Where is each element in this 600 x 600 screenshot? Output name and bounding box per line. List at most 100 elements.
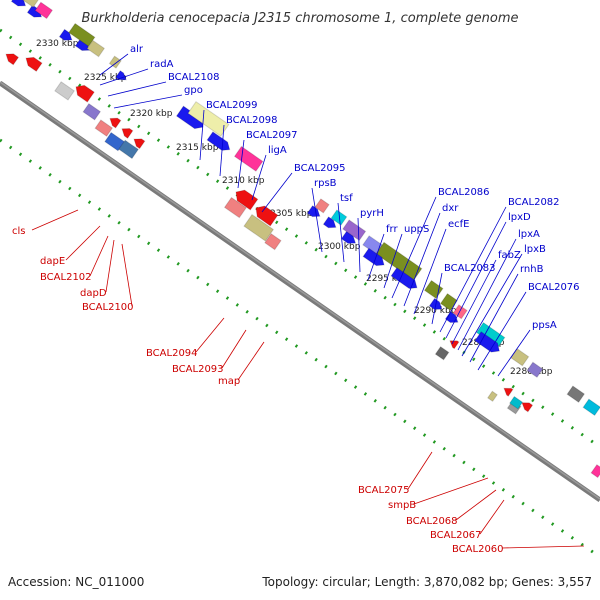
forward-gene-label-tsf: tsf [337,193,353,263]
kbp-label-2320-kbp: 2320 kbp [130,109,173,119]
gene-label-text: BCAL2068 [406,516,458,527]
kbp-label-2300-kbp: 2300 kbp [318,242,361,252]
reverse-gene-glyph [255,205,279,227]
gene-label-text: BCAL2098 [226,115,278,126]
forward-gene-label-bcal2076: BCAL2076 [477,282,580,371]
gene-label-text: BCAL2086 [438,187,490,198]
forward-gene-glyph [187,100,230,137]
forward-gene-glyph [322,216,337,229]
gene-label-text: lpxB [524,244,546,255]
forward-gene-label-bcal2086: BCAL2086 [391,187,490,299]
forward-gene-glyph [14,0,40,8]
gene-label-text: BCAL2094 [146,348,198,359]
reverse-gene-label-bcal2100: BCAL2100 [82,243,134,313]
forward-tick-track [0,28,600,449]
reverse-gene-label-smpb: smpB [388,477,489,511]
reverse-gene-label-dape: dapE [40,225,101,267]
forward-gene-glyph [68,22,96,47]
reverse-gene-glyph [235,189,259,211]
gene-label-text: BCAL2082 [508,197,560,208]
reverse-gene-glyph [503,387,514,397]
accession-text: Accession: NC_011000 [8,575,144,589]
forward-gene-label-bcal2098: BCAL2098 [219,115,278,177]
gene-label-text: lpxA [518,229,540,240]
gene-label-text: pyrH [360,208,384,219]
genome-summary-text: Topology: circular; Length: 3,870,082 bp… [261,575,592,589]
forward-gene-glyph [390,267,418,290]
gene-label-text: smpB [388,500,416,511]
reverse-gene-label-cls: cls [12,209,79,237]
gene-label-text: BCAL2097 [246,130,298,141]
kbp-label-2325-kbp: 2325 kbp [84,73,127,83]
reverse-gene-label-map: map [218,341,265,387]
gene-label-text: tsf [340,193,353,204]
forward-gene-glyph [566,385,586,403]
forward-gene-label-fabz: fabZ [451,250,521,345]
gene-label-text: BCAL2067 [430,530,482,541]
reverse-gene-glyph [25,56,43,73]
gene-label-text: alr [130,44,144,55]
gene-label-text: BCAL2102 [40,272,92,283]
forward-gene-glyph [86,39,106,58]
forward-gene-label-upps: uppS [383,224,429,289]
reverse-gene-glyph [109,117,122,129]
reverse-gene-glyph [264,233,282,251]
gene-label-text: dapD [80,288,107,299]
reverse-gene-glyph [5,53,20,66]
gene-label-text: BCAL2060 [452,544,504,555]
reverse-gene-label-bcal2068: BCAL2068 [406,489,497,527]
forward-gene-glyph [510,348,530,367]
reverse-gene-glyph [223,196,247,219]
forward-gene-glyph [330,209,348,226]
forward-gene-label-bcal2095: BCAL2095 [261,163,346,213]
reverse-gene-glyph [434,346,450,361]
forward-gene-label-rpsb: rpsB [311,178,337,253]
map-title: Burkholderia cenocepacia J2315 chromosom… [81,11,518,26]
chromosome-backbone [0,80,600,503]
gene-label-text: ecfE [448,219,470,230]
kbp-scale: 2330 kbp 2325 kbp 2320 kbp 2315 kbp 2310 kbp… [36,39,553,377]
reverse-gene-glyph [121,128,134,139]
gene-labels: alrradABCAL2108gpoBCAL2099BCAL2098BCAL20… [12,44,585,555]
kbp-label-2315-kbp: 2315 kbp [176,143,219,153]
reverse-gene-glyph [133,138,146,150]
reverse-gene-glyph [82,102,102,121]
gene-label-text: BCAL2076 [528,282,580,293]
reverse-gene-glyph [75,84,95,103]
forward-gene-label-bcal2082: BCAL2082 [439,197,560,333]
reverse-gene-glyph [590,464,600,479]
forward-gene-label-lpxa: lpxA [457,229,540,351]
gene-label-text: dapE [40,256,65,267]
reverse-gene-label-bcal2060: BCAL2060 [452,544,585,555]
gene-label-text: BCAL2075 [358,485,410,496]
gene-label-text: uppS [404,224,429,235]
reverse-gene-glyph [509,395,524,410]
forward-gene-glyph [34,1,54,20]
reverse-gene-glyph [521,402,534,413]
reverse-gene-glyph [94,119,114,137]
forward-gene-glyph [314,198,330,214]
gene-label-text: dxr [442,203,459,214]
kbp-label-2330-kbp: 2330 kbp [36,39,79,49]
reverse-gene-label-bcal2102: BCAL2102 [40,235,109,283]
reverse-tick-track [0,138,600,559]
forward-gene-glyph [362,247,385,267]
forward-gene-label-bcal2108: BCAL2108 [107,72,220,97]
forward-gene-label-frr: frr [367,224,398,281]
reverse-gene-label-bcal2093: BCAL2093 [172,329,247,375]
kbp-label-2305-kbp: 2305 kbp [270,209,313,219]
forward-gene-glyph [10,0,27,7]
gene-label-text: BCAL2093 [172,364,224,375]
forward-gene-glyph [233,145,264,172]
forward-gene-label-ecfe: ecfE [413,219,470,315]
forward-gene-label-bcal2083: BCAL2083 [431,263,496,325]
forward-gene-glyph [526,361,544,379]
reverse-gene-label-bcal2067: BCAL2067 [430,499,505,541]
kbp-label-2310-kbp: 2310 kbp [222,176,265,186]
reverse-gene-glyph [118,139,139,160]
forward-gene-label-dxr: dxr [403,203,459,307]
forward-gene-glyph [58,28,73,41]
gene-label-text: BCAL2108 [168,72,220,83]
forward-gene-label-lpxb: lpxB [461,244,546,357]
forward-gene-glyph [582,398,600,417]
